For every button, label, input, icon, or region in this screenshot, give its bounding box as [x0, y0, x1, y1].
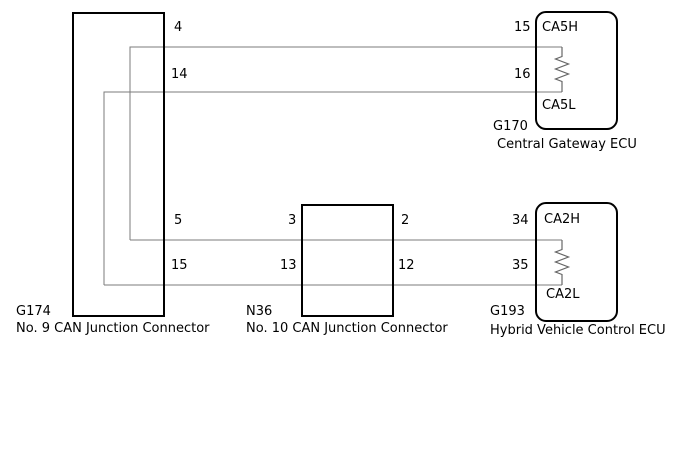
- g174-pin-15-label: 15: [171, 258, 188, 273]
- g174-name: No. 9 CAN Junction Connector: [16, 321, 210, 336]
- g170-ecu-box: [535, 11, 618, 130]
- g193-ecu-box: [535, 202, 618, 322]
- wire-can-high-branch-1: [129, 46, 562, 240]
- g170-pin-16-label: 16: [514, 67, 531, 82]
- g170-pin-15-label: 15: [514, 20, 531, 35]
- n36-code: N36: [246, 304, 273, 319]
- g170-name: Central Gateway ECU: [497, 137, 637, 152]
- g170-code: G170: [493, 119, 528, 134]
- g193-terminating-resistor-icon: [553, 240, 571, 285]
- g193-name: Hybrid Vehicle Control ECU: [490, 323, 666, 338]
- n36-junction-connector-box: [301, 204, 394, 317]
- n36-pin-13-label: 13: [280, 258, 297, 273]
- wire-can-low-branch-1: [103, 91, 562, 285]
- g174-pin-4-label: 4: [174, 20, 183, 35]
- g193-pin-35-label: 35: [512, 258, 529, 273]
- g174-junction-connector-box: [72, 12, 165, 317]
- g170-terminal-ca5h-label: CA5H: [542, 20, 579, 35]
- g174-code: G174: [16, 304, 51, 319]
- g174-pin-14-label: 14: [171, 67, 188, 82]
- g193-code: G193: [490, 304, 525, 319]
- g193-terminal-ca2h-label: CA2H: [544, 212, 581, 227]
- g170-terminating-resistor-icon: [553, 47, 571, 92]
- g193-pin-34-label: 34: [512, 213, 529, 228]
- n36-pin-12-label: 12: [398, 258, 415, 273]
- n36-pin-2-label: 2: [401, 213, 410, 228]
- g174-pin-5-label: 5: [174, 213, 183, 228]
- n36-pin-3-label: 3: [288, 213, 297, 228]
- n36-name: No. 10 CAN Junction Connector: [246, 321, 448, 336]
- g170-terminal-ca5l-label: CA5L: [542, 98, 576, 113]
- g193-terminal-ca2l-label: CA2L: [546, 287, 580, 302]
